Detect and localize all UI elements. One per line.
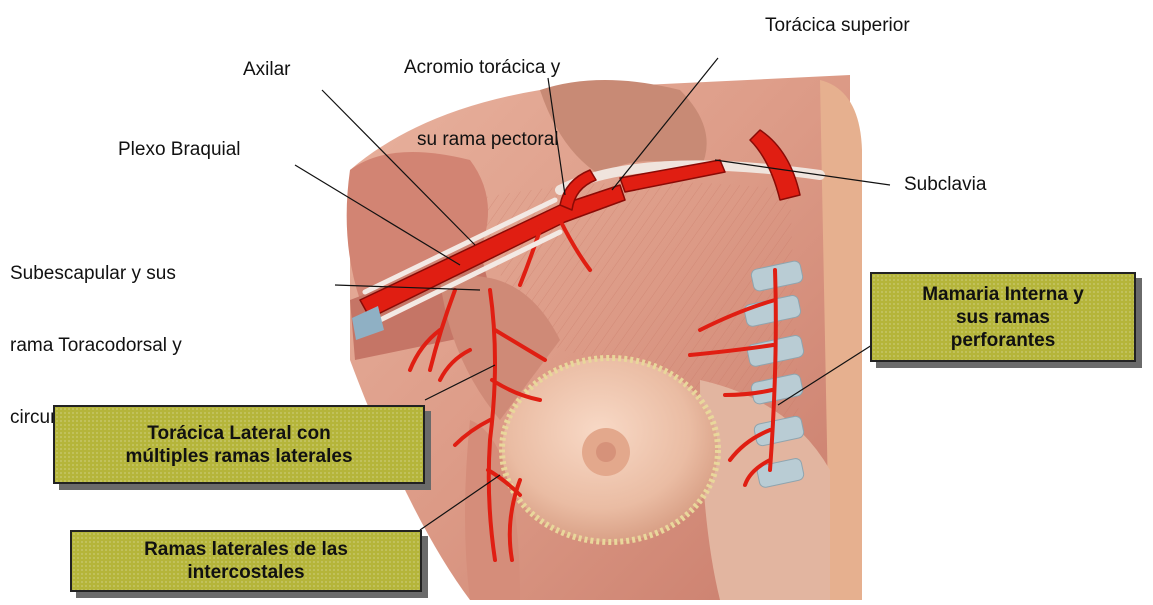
box-mamaria-interna: Mamaria Interna y sus ramas perforantes (870, 272, 1136, 362)
box-mamaria-line1: Mamaria Interna y (922, 283, 1084, 306)
label-acromio-toracica: Acromio torácica y su rama pectoral (404, 8, 560, 200)
box-toracica-lateral-line2: múltiples ramas laterales (125, 445, 352, 468)
label-toracica-superior: Torácica superior (765, 14, 910, 38)
label-subescapular-line1: Subescapular y sus (10, 262, 183, 286)
label-acromio-line2: su rama pectoral (404, 128, 560, 152)
box-ramas-intercostales: Ramas laterales de las intercostales (70, 530, 422, 592)
label-acromio-line1: Acromio torácica y (404, 56, 560, 80)
label-axilar: Axilar (243, 58, 291, 82)
label-plexo-braquial: Plexo Braquial (118, 138, 241, 162)
box-intercostales-line2: intercostales (187, 561, 304, 584)
box-toracica-lateral-line1: Torácica Lateral con (147, 422, 330, 445)
box-intercostales-line1: Ramas laterales de las (144, 538, 348, 561)
nipple (596, 442, 616, 462)
box-mamaria-line2: sus ramas (956, 306, 1050, 329)
box-mamaria-line3: perforantes (951, 329, 1056, 352)
box-toracica-lateral: Torácica Lateral con múltiples ramas lat… (53, 405, 425, 484)
label-subclavia: Subclavia (904, 173, 986, 197)
label-subescapular-line2: rama Toracodorsal y (10, 334, 183, 358)
